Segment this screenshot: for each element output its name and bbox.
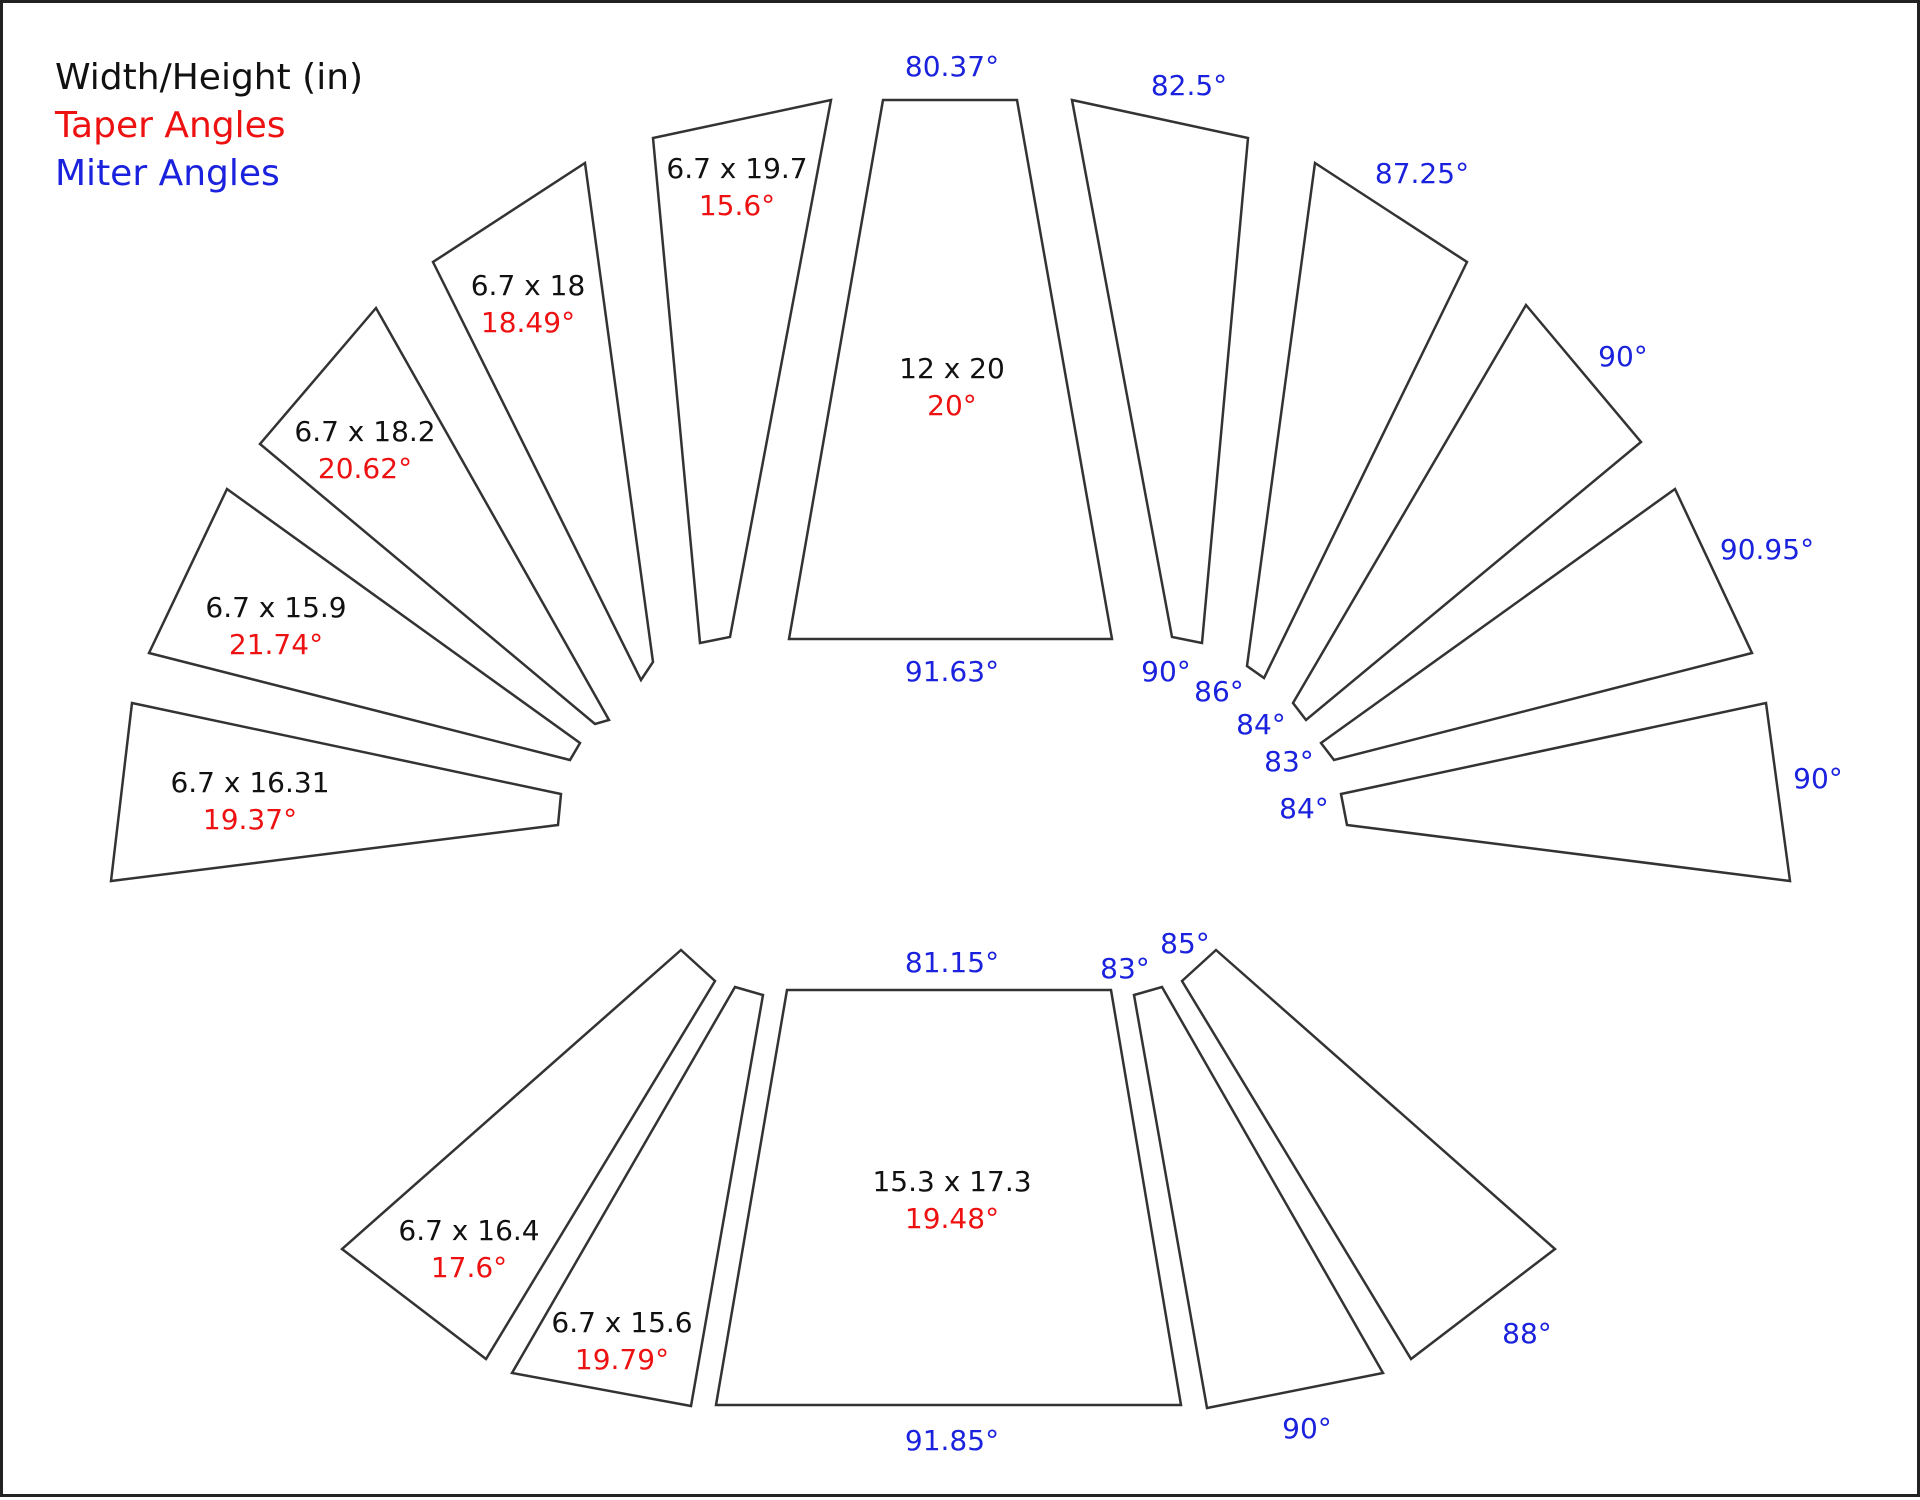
legend-dimension: Width/Height (in)	[55, 57, 363, 98]
piece-bottom-left-1	[510, 985, 765, 1408]
taper-label: 19.37°	[203, 803, 297, 836]
bottom-arch	[340, 948, 1557, 1410]
dimension-label: 6.7 x 18.2	[294, 415, 435, 448]
miter-labels: 80.37° 91.63° 82.5° 90° 87.25° 86° 90° 8…	[905, 50, 1843, 1457]
panel-layout-diagram: Width/Height (in) Taper Angles Miter Ang…	[54, 50, 1843, 1457]
piece-top-left-1	[109, 701, 563, 883]
taper-label: 19.48°	[905, 1202, 999, 1235]
miter-label-bottom-right2-top: 85°	[1160, 927, 1210, 960]
miter-label-top-center-bottom: 91.63°	[905, 655, 999, 688]
taper-label: 20°	[927, 389, 977, 422]
dimension-label: 6.7 x 15.9	[205, 591, 346, 624]
piece-top-left-2	[147, 487, 582, 762]
legend-taper: Taper Angles	[54, 105, 286, 146]
miter-label-bottom-right2-bottom: 88°	[1502, 1317, 1552, 1350]
miter-label-bottom-center-top: 81.15°	[905, 946, 999, 979]
taper-label: 15.6°	[699, 189, 775, 222]
dimension-label: 6.7 x 18	[471, 269, 586, 302]
miter-label-right1-inner: 84°	[1279, 792, 1329, 825]
miter-label-right3-top: 90°	[1598, 340, 1648, 373]
piece-top-left-3	[258, 305, 611, 726]
taper-label: 18.49°	[481, 306, 575, 339]
miter-label-bottom-right1-top: 83°	[1100, 952, 1150, 985]
miter-label-right5-top: 82.5°	[1151, 69, 1227, 102]
miter-label-bottom-center-bottom: 91.85°	[905, 1424, 999, 1457]
miter-label-right5-bottom: 90°	[1141, 655, 1191, 688]
piece-top-right-5	[1070, 98, 1250, 645]
miter-label-right4-bottom: 86°	[1194, 675, 1244, 708]
taper-label: 21.74°	[229, 628, 323, 661]
legend-miter: Miter Angles	[55, 153, 280, 194]
piece-top-right-1	[1339, 701, 1792, 883]
piece-top-right-3	[1291, 302, 1643, 722]
dimension-label: 6.7 x 16.4	[398, 1214, 539, 1247]
dimension-label: 15.3 x 17.3	[872, 1165, 1031, 1198]
dimension-label: 6.7 x 15.6	[551, 1306, 692, 1339]
dimension-label: 6.7 x 19.7	[666, 152, 807, 185]
miter-label-right2-bottom: 83°	[1264, 745, 1314, 778]
miter-label-right4-top: 87.25°	[1375, 157, 1469, 190]
piece-top-left-5	[651, 98, 833, 645]
dimension-label: 6.7 x 16.31	[170, 766, 329, 799]
piece-top-right-2	[1319, 487, 1754, 762]
piece-bottom-left-2	[340, 948, 717, 1361]
top-arch	[109, 98, 1792, 883]
dimension-label: 12 x 20	[899, 352, 1005, 385]
miter-label-right1-outer: 90°	[1793, 762, 1843, 795]
taper-label: 20.62°	[318, 452, 412, 485]
miter-label-right2-top: 90.95°	[1720, 533, 1814, 566]
piece-top-right-4	[1245, 160, 1469, 680]
piece-bottom-right-2	[1180, 948, 1557, 1361]
piece-top-left-4	[431, 160, 655, 683]
taper-label: 19.79°	[575, 1343, 669, 1376]
piece-bottom-center	[714, 988, 1183, 1407]
piece-top-center	[787, 98, 1114, 641]
taper-label: 17.6°	[431, 1251, 507, 1284]
piece-labels: 6.7 x 16.31 19.37° 6.7 x 15.9 21.74° 6.7…	[170, 152, 1031, 1376]
piece-bottom-right-1	[1132, 985, 1385, 1410]
miter-label-right3-bottom: 84°	[1236, 708, 1286, 741]
miter-label-top-center-top: 80.37°	[905, 50, 999, 83]
legend: Width/Height (in) Taper Angles Miter Ang…	[54, 57, 363, 194]
miter-label-bottom-right1-bottom: 90°	[1282, 1412, 1332, 1445]
